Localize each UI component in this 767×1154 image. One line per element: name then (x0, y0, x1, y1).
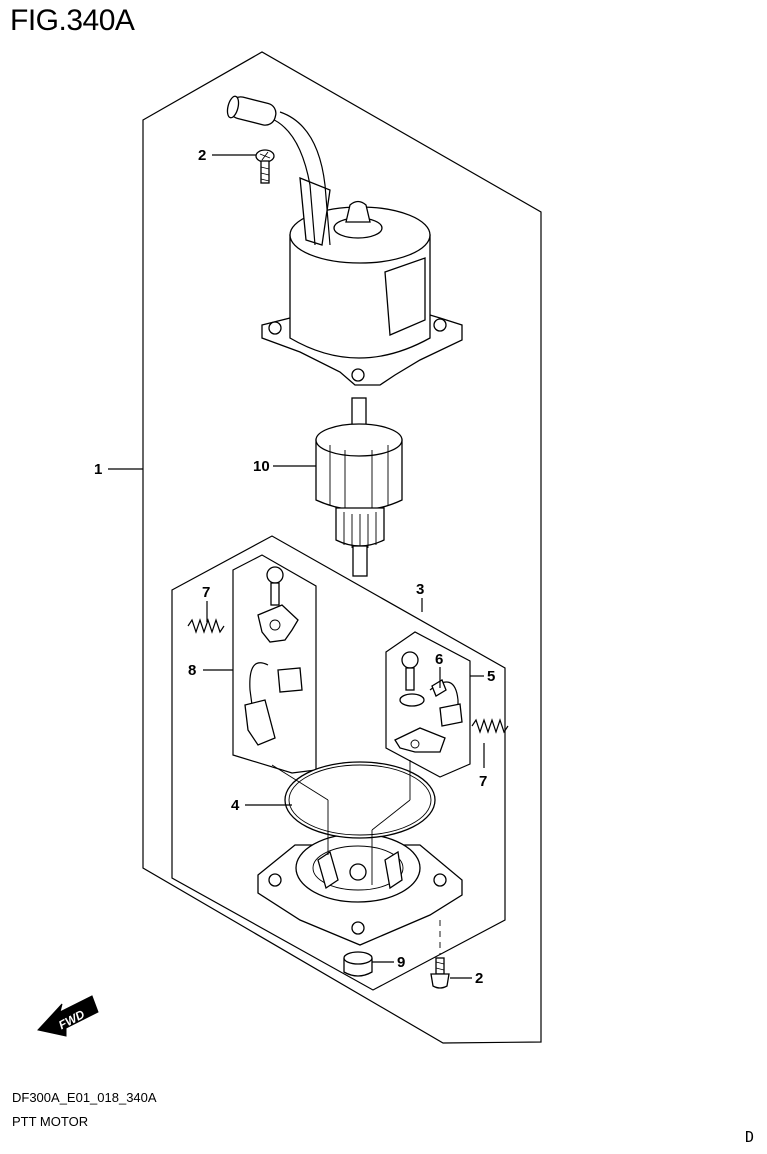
callout-4: 4 (231, 797, 240, 814)
assembly-1-boundary (142, 51, 542, 1044)
assembly-5-boundary (385, 631, 471, 778)
diagram-code: DF300A_E01_018_340A (12, 1090, 157, 1105)
callout-leaders (108, 154, 485, 979)
screw-bottom (430, 957, 450, 989)
spring-right (471, 718, 509, 734)
guide-lines (271, 760, 441, 955)
callout-5: 5 (487, 668, 495, 685)
callout-9: 9 (397, 954, 405, 971)
screw-top (255, 149, 275, 184)
motor-housing (261, 177, 463, 386)
callout-6: 6 (435, 651, 443, 668)
callout-10: 10 (253, 458, 270, 475)
collar-9 (343, 951, 373, 977)
brush-assembly-5 (394, 651, 463, 753)
armature (315, 397, 403, 577)
brush-assembly-8 (244, 566, 303, 746)
callout-3: 3 (416, 581, 424, 598)
spring-left (187, 618, 225, 634)
callout-7-left: 7 (202, 584, 210, 601)
diagram-name: PTT MOTOR (12, 1114, 89, 1129)
o-ring (284, 761, 436, 839)
brush-holder-base (257, 833, 463, 946)
assembly-3-boundary (171, 535, 506, 991)
motor-cable (226, 95, 331, 246)
callout-7-right: 7 (479, 773, 487, 790)
corner-mark: D (745, 1128, 755, 1146)
fwd-arrow-icon: FWD (37, 995, 99, 1037)
callout-8: 8 (188, 662, 196, 679)
callout-2-top: 2 (198, 147, 206, 164)
callout-2-bottom: 2 (475, 970, 483, 987)
callout-1: 1 (94, 461, 102, 478)
figure-title: FIG.340A (10, 4, 135, 37)
